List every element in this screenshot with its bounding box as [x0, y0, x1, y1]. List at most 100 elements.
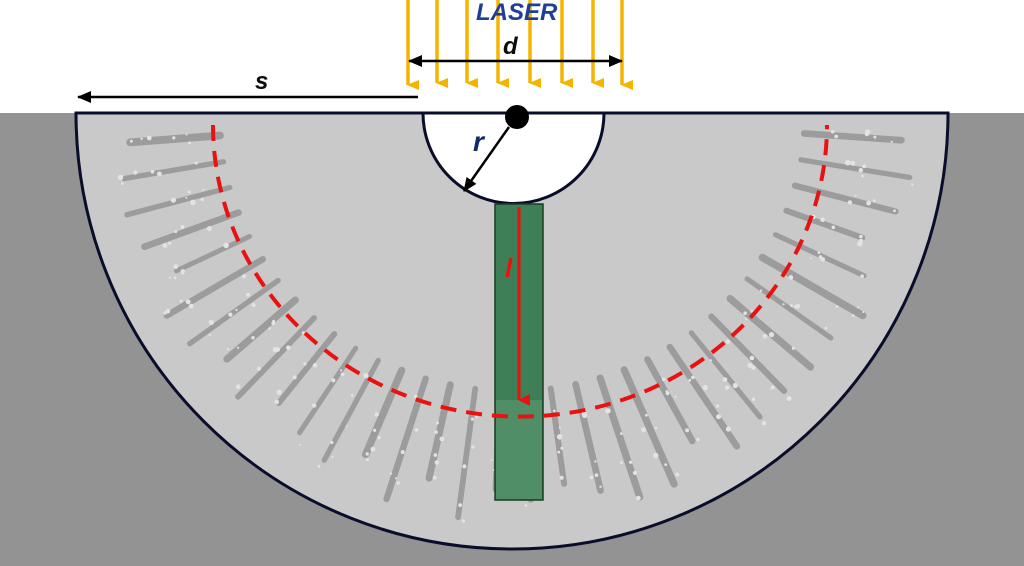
debris-particle — [490, 458, 493, 461]
debris-streak — [666, 343, 741, 450]
debris-particle — [312, 403, 317, 408]
debris-streak — [744, 276, 834, 341]
debris-particle — [202, 188, 205, 191]
debris-particle — [292, 375, 297, 380]
debris-particle — [861, 174, 864, 178]
debris-particle — [129, 139, 133, 143]
debris-particle — [702, 384, 708, 391]
debris-particle — [722, 377, 728, 382]
debris-particle — [223, 242, 229, 249]
r-label: r — [473, 126, 486, 157]
debris-particle — [589, 475, 594, 480]
debris-particle — [301, 331, 305, 335]
debris-particle — [732, 382, 738, 389]
debris-particle — [173, 264, 179, 269]
debris-streak — [708, 313, 788, 394]
debris-particle — [274, 399, 280, 405]
debris-particle — [345, 425, 348, 428]
debris-streak — [297, 345, 359, 436]
debris-particle — [809, 257, 812, 260]
debris-streak — [800, 130, 905, 144]
debris-particle — [185, 196, 188, 199]
debris-particle — [146, 135, 152, 141]
debris-particle — [187, 190, 191, 194]
laser-beam-arrows — [406, 0, 633, 90]
debris-particle — [558, 426, 561, 429]
d-label: d — [503, 33, 519, 60]
debris-particle — [661, 377, 666, 382]
debris-particle — [439, 436, 445, 442]
debris-particle — [363, 373, 369, 379]
debris-particle — [665, 391, 670, 396]
debris-particle — [235, 308, 238, 312]
debris-particle — [286, 345, 291, 351]
debris-particle — [434, 460, 440, 465]
debris-particle — [251, 302, 256, 308]
debris-particle — [860, 274, 864, 279]
debris-particle — [747, 362, 753, 369]
debris-streak — [644, 356, 696, 445]
debris-particle — [859, 234, 863, 239]
debris-particle — [170, 197, 176, 203]
debris-particle — [180, 269, 185, 274]
debris-particle — [890, 140, 893, 143]
debris-particle — [366, 458, 369, 462]
debris-particle — [911, 183, 914, 186]
debris-particle — [654, 426, 658, 430]
debris-particle — [414, 428, 419, 432]
debris-particle — [168, 241, 172, 245]
debris-particle — [820, 217, 825, 222]
debris-streak — [758, 253, 867, 320]
debris-particle — [664, 463, 668, 466]
debris-particle — [373, 428, 377, 432]
debris-particle — [365, 452, 369, 456]
r-arrow — [462, 126, 511, 192]
debris-particle — [858, 168, 863, 173]
ablation-boundary — [211, 124, 829, 419]
debris-particle — [157, 171, 162, 177]
debris-particle — [715, 404, 720, 408]
debris-particle — [206, 226, 212, 232]
debris-particle — [275, 347, 280, 352]
debris-particle — [817, 251, 821, 255]
s-label: s — [255, 68, 268, 95]
debris-particle — [632, 470, 638, 475]
debris-particle — [257, 366, 261, 371]
debris-particle — [858, 238, 864, 244]
debris-particle — [276, 389, 282, 395]
debris-particle — [675, 472, 680, 477]
debris-particle — [790, 304, 793, 307]
debris-particle — [620, 461, 623, 465]
debris-particle — [133, 170, 138, 175]
debris-particle — [560, 446, 564, 450]
debris-particle — [559, 475, 564, 480]
debris-particle — [188, 141, 192, 145]
debris-streak — [223, 296, 299, 363]
debris-particle — [150, 170, 155, 174]
debris-particle — [691, 375, 695, 380]
debris-particle — [181, 272, 184, 275]
debris-particle — [179, 299, 183, 303]
debris-particle — [824, 326, 828, 330]
debris-particle — [433, 453, 438, 457]
debris-particle — [791, 346, 796, 350]
debris-particle — [605, 408, 611, 414]
debris-particle — [434, 430, 438, 434]
debris-particle — [471, 445, 475, 449]
debris-particle — [208, 319, 214, 326]
debris-particle — [795, 303, 801, 309]
debris-streak — [235, 315, 317, 400]
debris-particle — [709, 359, 712, 362]
debris-particle — [743, 311, 747, 316]
debris-particle — [121, 182, 124, 185]
debris-particle — [251, 336, 255, 340]
laser-label: LASER — [476, 0, 558, 26]
debris-particle — [458, 503, 463, 507]
debris-particle — [303, 362, 307, 366]
debris-particle — [226, 347, 230, 351]
debris-particle — [228, 312, 233, 317]
debris-particle — [556, 434, 563, 440]
debris-streak — [275, 331, 338, 406]
debris-particle — [117, 174, 124, 180]
